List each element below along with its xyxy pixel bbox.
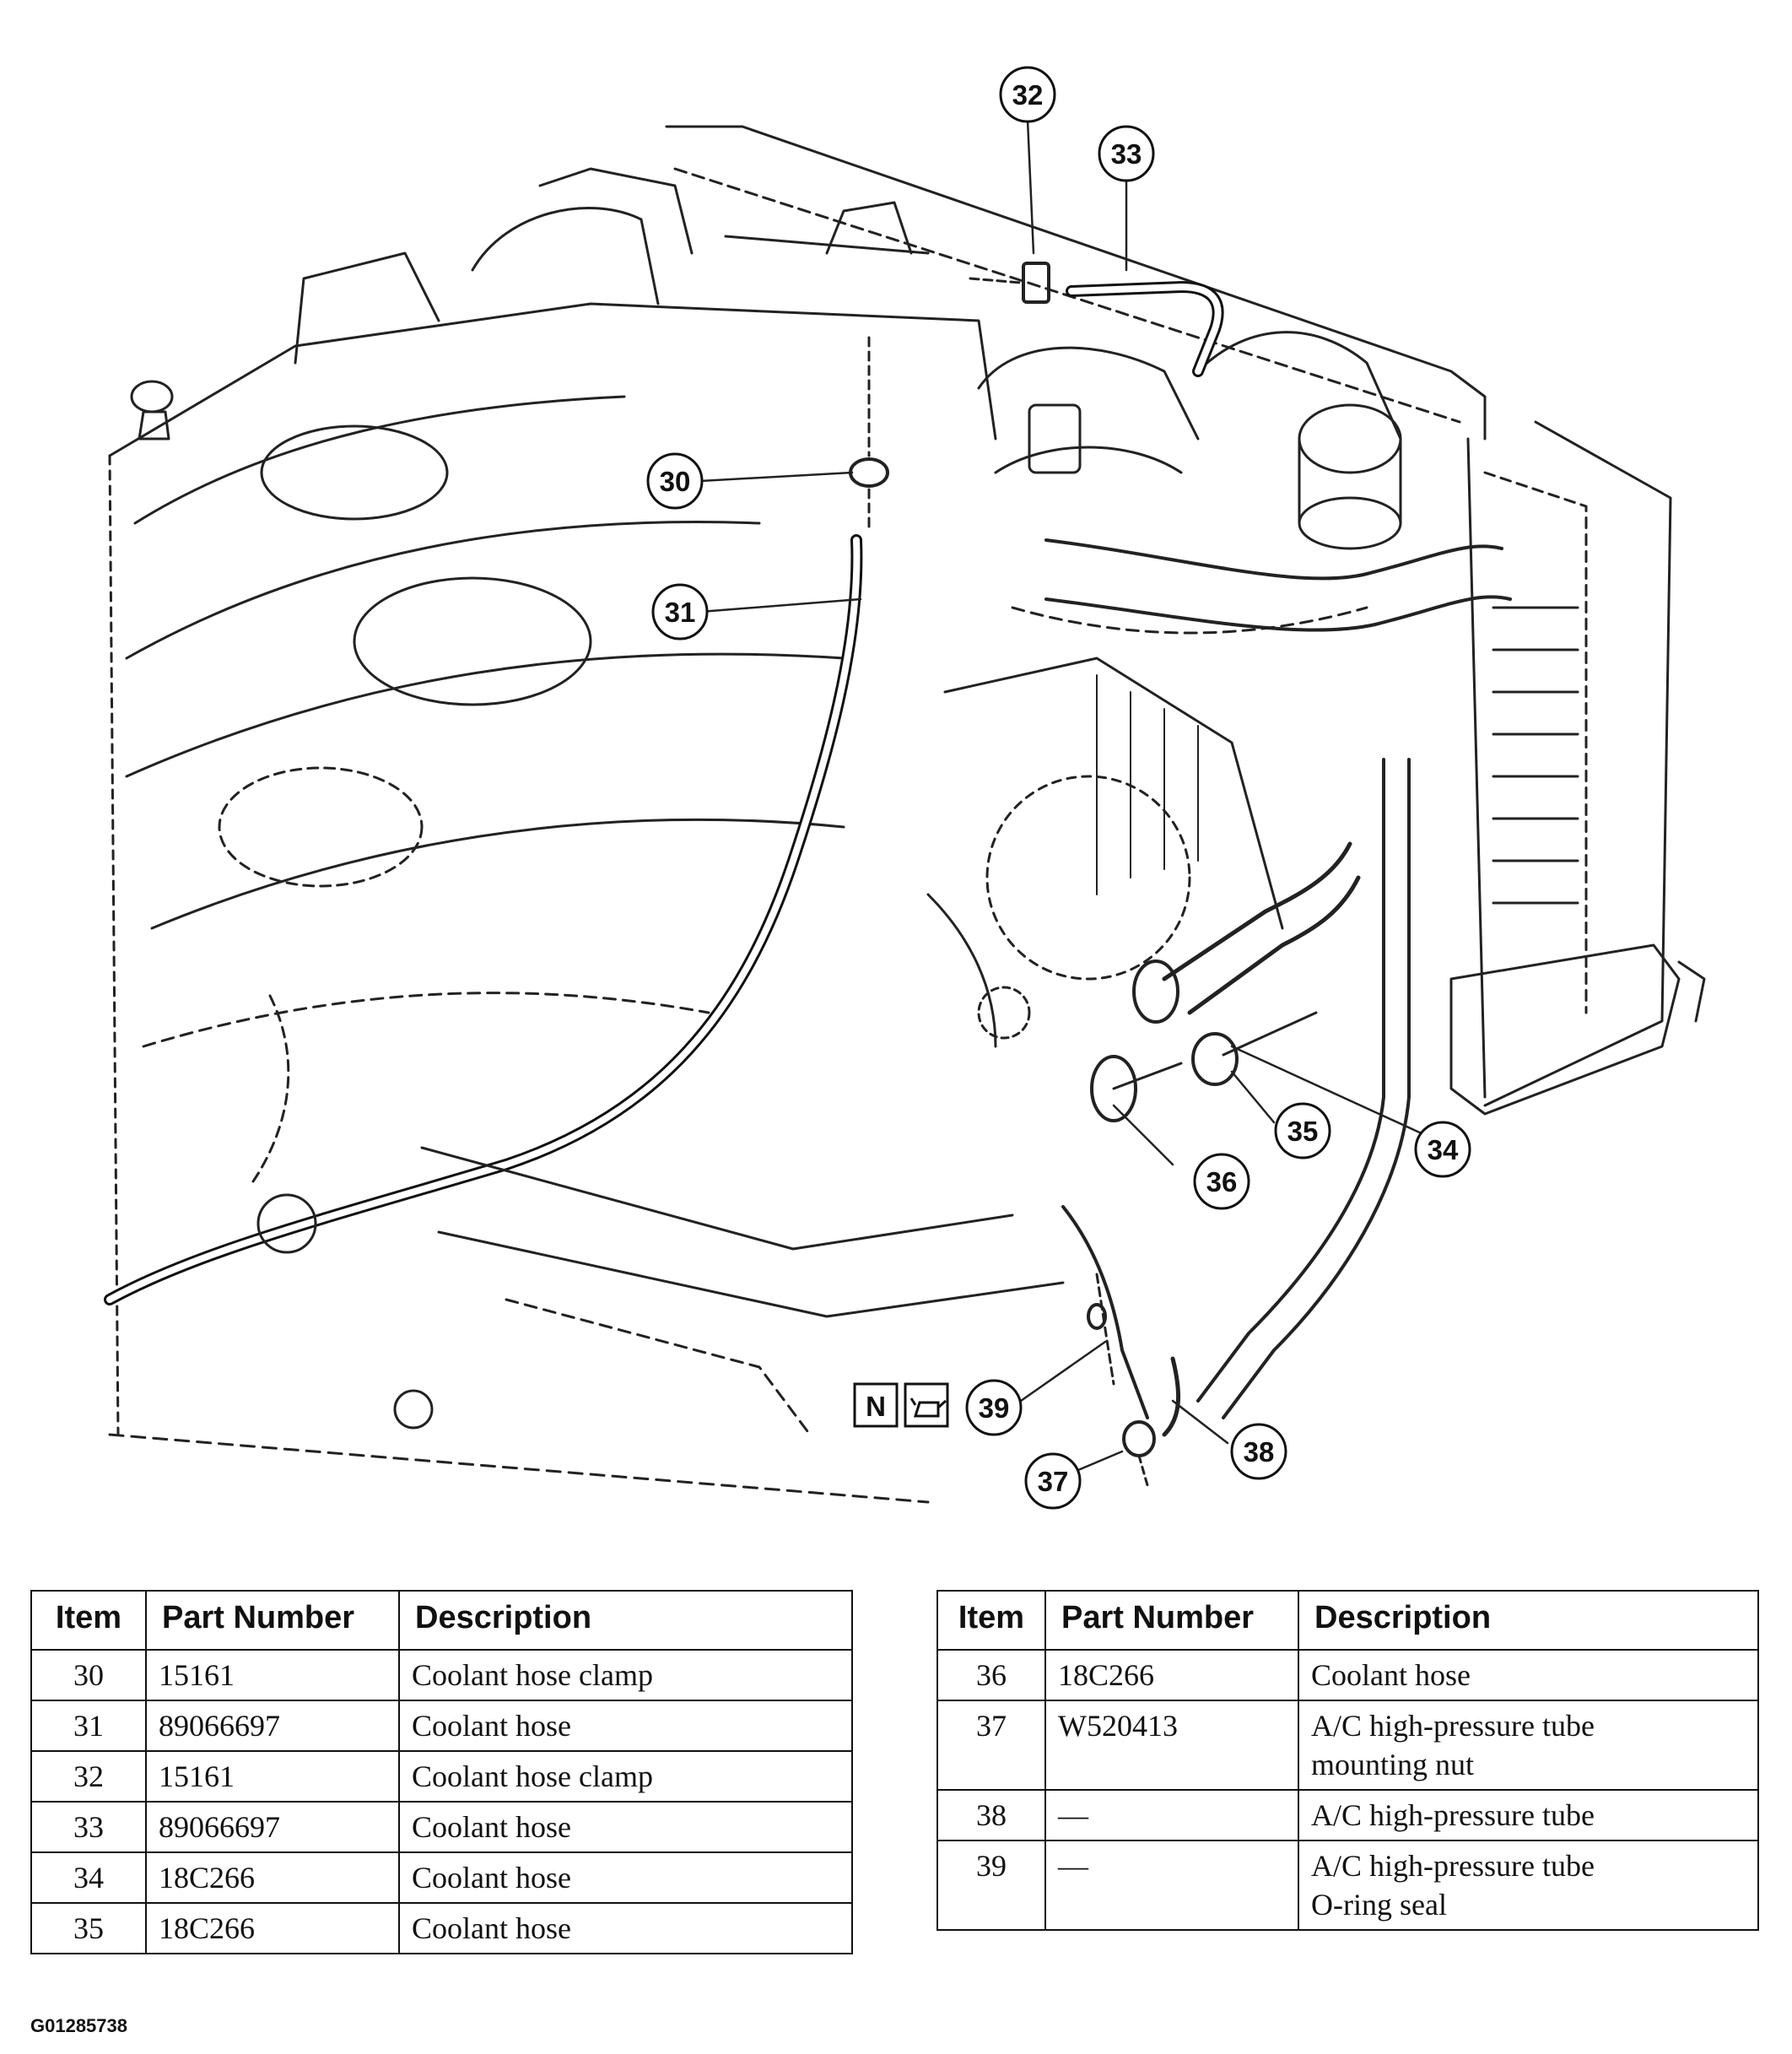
cell-description: Coolant hose [398,1801,853,1853]
svg-text:32: 32 [1012,79,1044,111]
new-part-symbol: N [853,1382,899,1428]
cell-item: 33 [30,1801,147,1853]
cell-item: 32 [30,1750,147,1803]
cell-item: 35 [30,1902,147,1954]
cell-description: A/C high-pressure tube mounting nut [1298,1700,1759,1791]
table-header-row: Item Part Number Description [30,1590,853,1651]
cell-description: Coolant hose [398,1851,853,1904]
callout-33: 33 [1098,125,1155,182]
description-line: A/C high-pressure tube [1311,1709,1595,1743]
description-line: Coolant hose [1311,1658,1471,1692]
table-row: 38— A/C high-pressure tube [936,1789,1759,1841]
cell-part-number: 15161 [145,1649,400,1701]
header-part-number: Part Number [1044,1590,1299,1651]
lubricate-oil-can-icon [904,1382,949,1428]
cell-item: 31 [30,1700,147,1752]
header-description: Description [1298,1590,1759,1651]
header-part-number: Part Number [145,1590,400,1651]
description-line-2: O-ring seal [1311,1888,1447,1922]
svg-text:30: 30 [660,466,691,497]
svg-text:37: 37 [1038,1466,1069,1497]
callout-39: 39 [965,1379,1023,1436]
callout-34: 34 [1414,1121,1471,1178]
cell-part-number: 18C266 [145,1851,400,1904]
cell-item: 37 [936,1700,1046,1791]
cell-description: A/C high-pressure tube [1298,1789,1759,1841]
svg-text:N: N [866,1391,886,1422]
svg-text:33: 33 [1111,138,1142,170]
svg-text:38: 38 [1244,1436,1275,1468]
cell-part-number: 18C266 [1044,1649,1299,1701]
cell-part-number: 89066697 [145,1700,400,1752]
header-item: Item [30,1590,147,1651]
cell-item: 30 [30,1649,147,1701]
cell-part-number: 15161 [145,1750,400,1803]
cell-part-number: W520413 [1044,1700,1299,1791]
svg-text:39: 39 [979,1392,1010,1424]
cell-description: Coolant hose [1298,1649,1759,1701]
cell-part-number: — [1044,1840,1299,1931]
cell-item: 36 [936,1649,1046,1701]
callout-36: 36 [1193,1153,1250,1210]
description-line: A/C high-pressure tube [1311,1849,1595,1883]
svg-text:35: 35 [1287,1116,1319,1147]
cell-description: Coolant hose [398,1902,853,1954]
cell-item: 34 [30,1851,147,1904]
cell-item: 39 [936,1840,1046,1931]
callout-31: 31 [651,583,709,641]
svg-text:31: 31 [665,597,696,628]
callout-35: 35 [1274,1102,1331,1159]
cell-part-number: 18C266 [145,1902,400,1954]
engine-illustration: N 30 31 32 33 34 35 36 37 38 39 [104,66,1706,1510]
callout-group: 30 31 32 33 34 35 36 37 38 39 [646,66,1471,1510]
svg-text:36: 36 [1206,1166,1238,1197]
header-item: Item [936,1590,1046,1651]
cell-description: Coolant hose clamp [398,1750,853,1803]
cell-description: Coolant hose [398,1700,853,1752]
callout-38: 38 [1230,1423,1287,1480]
svg-text:34: 34 [1428,1134,1459,1165]
cell-item: 38 [936,1789,1046,1841]
callout-32: 32 [999,66,1056,123]
header-description: Description [398,1590,853,1651]
callout-30: 30 [646,452,704,510]
figure-id: G01285738 [30,2015,127,2036]
cell-part-number: 89066697 [145,1801,400,1853]
description-line-2: mounting nut [1311,1748,1475,1781]
callout-37: 37 [1024,1452,1082,1510]
cell-part-number: — [1044,1789,1299,1841]
description-line: A/C high-pressure tube [1311,1798,1595,1832]
table-header-row: Item Part Number Description [936,1590,1759,1651]
cell-description: Coolant hose clamp [398,1649,853,1701]
